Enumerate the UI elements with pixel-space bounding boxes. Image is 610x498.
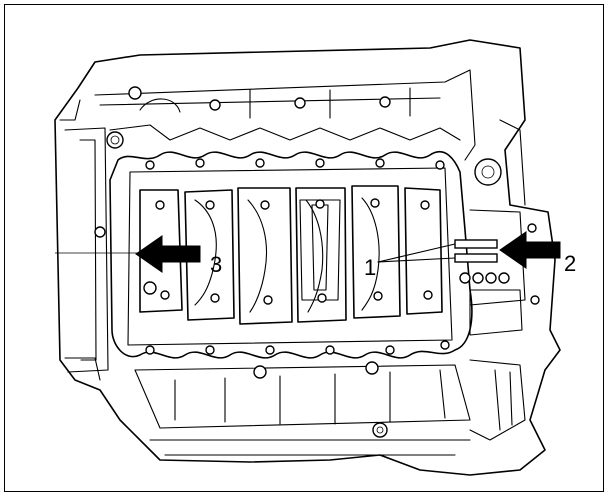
callout-2: 2 <box>564 251 576 276</box>
upper-casting <box>99 86 461 149</box>
right-side-components <box>459 158 540 336</box>
seal-parts <box>377 239 498 263</box>
engine-block-outline <box>54 39 561 476</box>
callout-3: 3 <box>210 252 222 277</box>
arrow-left-icon <box>499 231 561 269</box>
left-side-components <box>64 127 157 373</box>
bearing-caps <box>139 185 443 325</box>
lower-casting <box>134 359 526 441</box>
arrow-left-icon <box>135 235 201 273</box>
callout-1: 1 <box>364 255 376 280</box>
